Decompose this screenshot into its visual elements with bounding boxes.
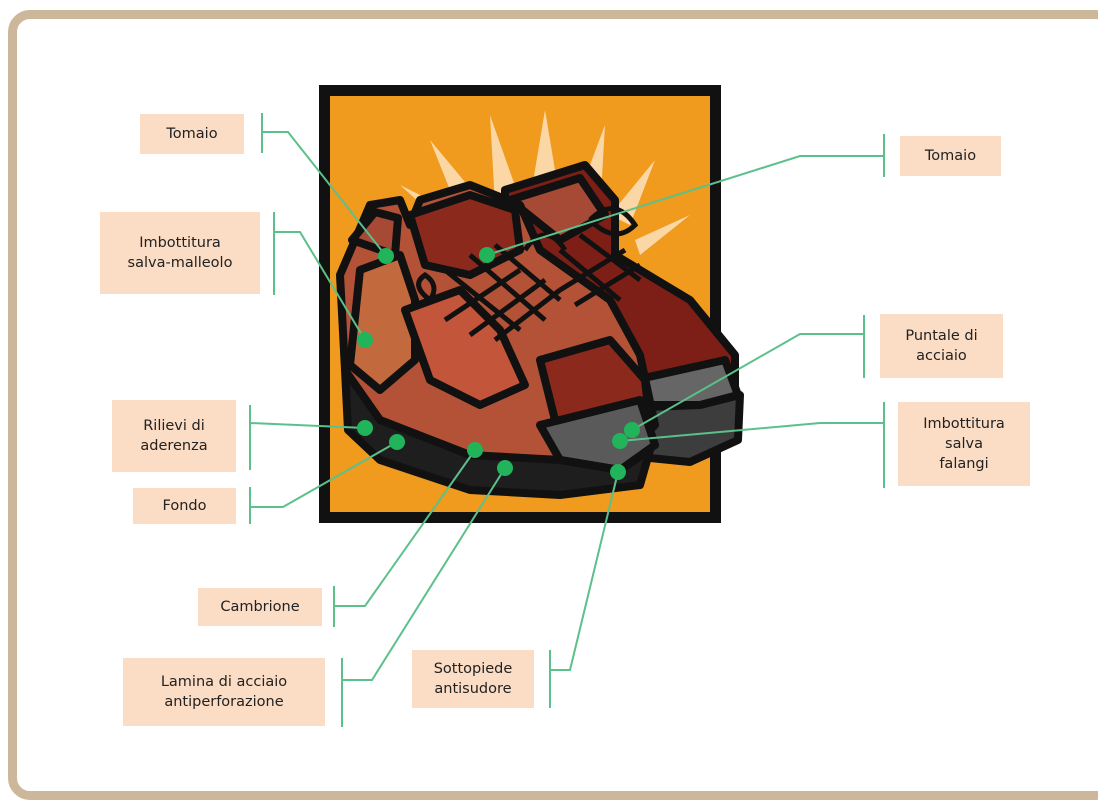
boots-diagram xyxy=(249,85,885,727)
label-imbottitura-falangi: Imbottitura salva falangi xyxy=(898,402,1030,486)
hiking-boots-icon xyxy=(336,161,744,499)
label-tomaio-left: Tomaio xyxy=(140,114,244,154)
connector-lines xyxy=(249,113,885,727)
dot-rilievi xyxy=(357,420,373,436)
connector-dots xyxy=(357,247,640,480)
dot-falangi xyxy=(612,433,628,449)
label-sottopiede: Sottopiede antisudore xyxy=(412,650,534,708)
dot-cambrione xyxy=(467,442,483,458)
dot-tomaio-left xyxy=(378,248,394,264)
dot-lamina xyxy=(497,460,513,476)
label-cambrione: Cambrione xyxy=(198,588,322,626)
front-boot-toe-cap xyxy=(401,286,529,409)
label-imbottitura-malleolo: Imbottitura salva-malleolo xyxy=(100,212,260,294)
label-lamina: Lamina di acciaio antiperforazione xyxy=(123,658,325,726)
label-tomaio-right: Tomaio xyxy=(900,136,1001,176)
label-fondo: Fondo xyxy=(133,488,236,524)
label-rilievi-aderenza: Rilievi di aderenza xyxy=(112,400,236,472)
dot-tomaio-right xyxy=(479,247,495,263)
label-puntale-acciaio: Puntale di acciaio xyxy=(880,314,1003,378)
laces xyxy=(416,206,642,342)
dot-sottopiede xyxy=(610,464,626,480)
front-boot-collar xyxy=(346,251,419,394)
dot-fondo xyxy=(389,434,405,450)
dot-puntale xyxy=(624,422,640,438)
dot-malleolo xyxy=(357,332,373,348)
